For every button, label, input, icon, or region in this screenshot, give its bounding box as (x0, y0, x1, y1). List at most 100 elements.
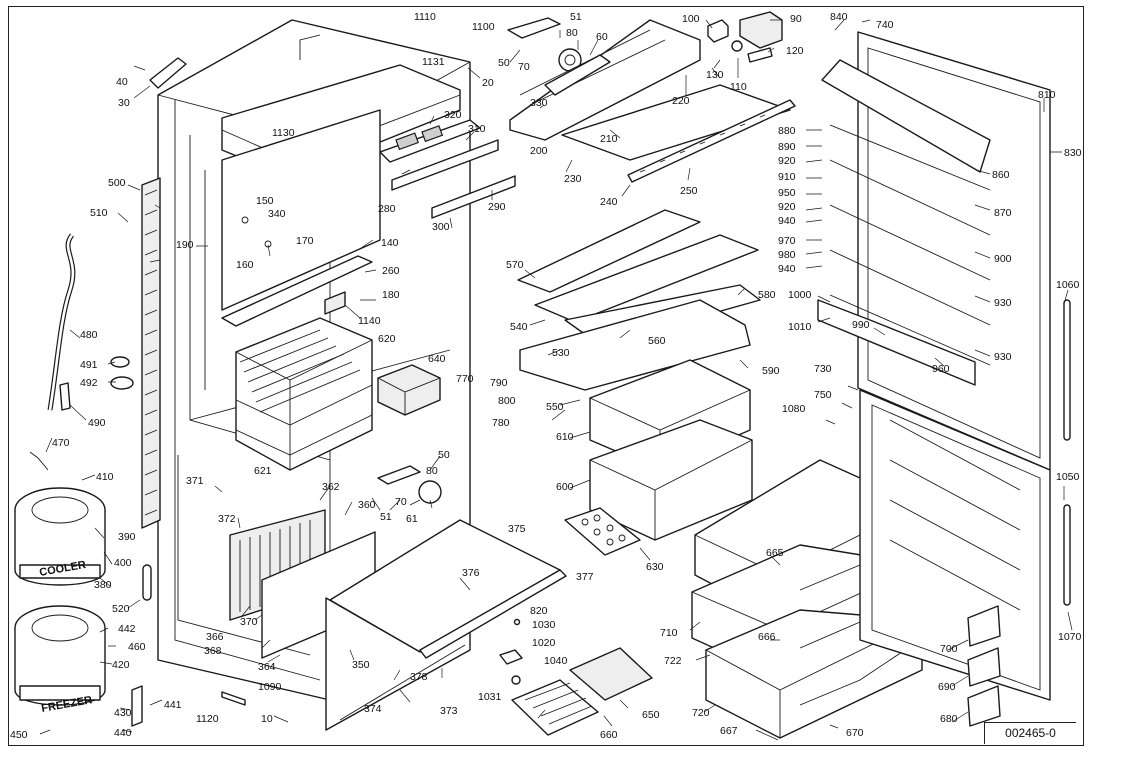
part-number-60: 60 (596, 31, 608, 43)
part-number-540: 540 (510, 321, 528, 333)
part-number-190: 190 (176, 239, 194, 251)
part-number-610: 610 (556, 431, 574, 443)
part-number-980: 980 (778, 249, 796, 261)
part-number-50: 50 (498, 57, 510, 69)
part-number-300: 300 (432, 221, 450, 233)
part-number-320: 320 (444, 109, 462, 121)
part-number-1080: 1080 (782, 403, 806, 415)
lower-door (859, 389, 1051, 701)
hinge-small-parts (707, 11, 783, 63)
part-number-1050: 1050 (1056, 471, 1080, 483)
part-number-120: 120 (786, 45, 804, 57)
part-number-580: 580 (758, 289, 776, 301)
part-number-800: 800 (498, 395, 516, 407)
part-number-350: 350 (352, 659, 370, 671)
air-duct-part (509, 19, 701, 141)
part-number-80: 80 (566, 27, 578, 39)
part-number-770: 770 (456, 373, 474, 385)
part-number-630: 630 (646, 561, 664, 573)
part-number-1090: 1090 (258, 681, 282, 693)
part-number-240: 240 (600, 196, 618, 208)
part-number-372: 372 (218, 513, 236, 525)
part-number-1100: 1100 (472, 21, 495, 33)
part-number-1020: 1020 (532, 637, 556, 649)
part-number-20: 20 (482, 77, 494, 89)
part-number-70: 70 (395, 496, 407, 508)
part-number-570: 570 (506, 259, 524, 271)
part-number-700: 700 (940, 643, 958, 655)
part-number-720: 720 (692, 707, 710, 719)
part-number-750: 750 (814, 389, 832, 401)
top-left-parts (149, 57, 187, 89)
part-number-530: 530 (552, 347, 570, 359)
part-number-50: 50 (438, 449, 450, 461)
hinge-covers (967, 605, 1001, 727)
part-number-371: 371 (186, 475, 204, 487)
part-number-780: 780 (492, 417, 510, 429)
part-number-860: 860 (992, 169, 1010, 181)
part-number-740: 740 (876, 19, 894, 31)
part-number-491: 491 (80, 359, 98, 371)
part-number-590: 590 (762, 365, 780, 377)
part-number-730: 730 (814, 363, 832, 375)
glass-shelves (517, 209, 761, 391)
control-panel-part (379, 119, 516, 219)
part-number-150: 150 (256, 195, 274, 207)
part-number-441: 441 (164, 699, 182, 711)
part-number-61: 61 (406, 513, 418, 525)
part-number-880: 880 (778, 125, 796, 137)
part-number-670: 670 (846, 727, 864, 739)
part-number-640: 640 (428, 353, 446, 365)
part-number-70: 70 (518, 61, 530, 73)
part-number-722: 722 (664, 655, 682, 667)
leader-lines (39, 19, 1073, 741)
part-number-1030: 1030 (532, 619, 556, 631)
part-number-620: 620 (378, 333, 396, 345)
part-number-130: 130 (706, 69, 724, 81)
evaporator-box-part (377, 364, 441, 416)
part-number-310: 310 (468, 123, 486, 135)
part-number-140: 140 (381, 237, 399, 249)
part-number-200: 200 (530, 145, 548, 157)
part-number-810: 810 (1038, 89, 1056, 101)
cover-plate-part (325, 519, 567, 731)
part-number-680: 680 (940, 713, 958, 725)
part-number-920: 920 (778, 155, 796, 167)
drawing-reference-number: 002465-0 (984, 722, 1076, 744)
glass-plate-230 (561, 84, 791, 161)
part-number-360: 360 (358, 499, 376, 511)
cooler-compressor (14, 487, 106, 586)
part-number-970: 970 (778, 235, 796, 247)
part-number-450: 450 (10, 729, 28, 741)
part-number-890: 890 (778, 141, 796, 153)
upper-door (817, 31, 1051, 471)
part-number-621: 621 (254, 465, 272, 477)
part-number-340: 340 (268, 208, 286, 220)
part-number-366: 366 (206, 631, 224, 643)
part-number-230: 230 (564, 173, 582, 185)
part-number-362: 362 (322, 481, 340, 493)
part-number-1040: 1040 (544, 655, 568, 667)
part-number-400: 400 (114, 557, 132, 569)
lower-fan-unit (229, 465, 442, 659)
freezer-compressor (14, 605, 106, 706)
part-number-1070: 1070 (1058, 631, 1082, 643)
part-number-690: 690 (938, 681, 956, 693)
part-number-330: 330 (530, 97, 548, 109)
part-number-660: 660 (600, 729, 618, 741)
part-number-390: 390 (118, 531, 136, 543)
part-number-930: 930 (994, 297, 1012, 309)
part-number-1060: 1060 (1056, 279, 1080, 291)
upper-fan-part (507, 17, 582, 72)
part-number-520: 520 (112, 603, 130, 615)
part-number-51: 51 (570, 11, 582, 23)
part-number-550: 550 (546, 401, 564, 413)
part-number-930: 930 (994, 351, 1012, 363)
part-number-51: 51 (380, 511, 392, 523)
part-number-1131: 1131 (422, 56, 445, 68)
part-number-920: 920 (778, 201, 796, 213)
part-number-40: 40 (116, 76, 128, 88)
part-number-650: 650 (642, 709, 660, 721)
part-number-900: 900 (994, 253, 1012, 265)
